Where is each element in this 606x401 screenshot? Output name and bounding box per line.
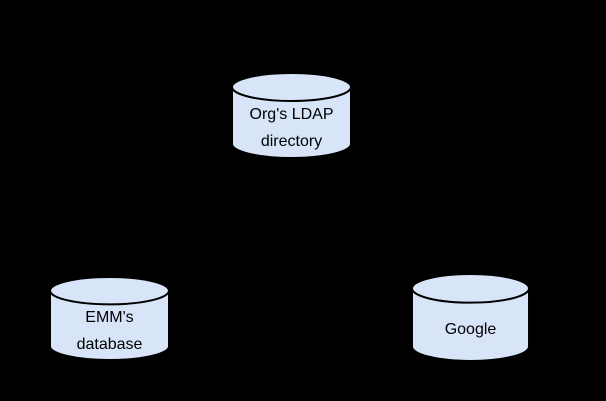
node-label-line: database xyxy=(76,335,143,353)
node-label-line: directory xyxy=(260,132,323,150)
cylinder-top xyxy=(412,274,529,303)
database-cylinder-icon xyxy=(231,72,352,159)
database-cylinder-icon xyxy=(411,273,530,362)
cylinder-emm-database: EMM's database xyxy=(49,276,170,361)
node-label-ldap: Org's LDAP directory xyxy=(231,96,352,159)
cylinder-body xyxy=(232,87,351,158)
database-cylinder-icon xyxy=(49,276,170,361)
cylinder-ldap-directory: Org's LDAP directory xyxy=(231,72,352,159)
cylinder-body xyxy=(412,288,529,361)
cylinder-body xyxy=(50,290,169,360)
node-label-line: EMM's xyxy=(85,308,134,326)
cylinder-top xyxy=(50,277,169,304)
node-label-line: Org's LDAP xyxy=(249,105,334,123)
node-label-line: Google xyxy=(444,321,497,338)
node-label-emm: EMM's database xyxy=(49,300,170,361)
node-label-google: Google xyxy=(411,297,530,362)
cylinder-top xyxy=(232,73,351,101)
cylinder-google: Google xyxy=(411,273,530,362)
